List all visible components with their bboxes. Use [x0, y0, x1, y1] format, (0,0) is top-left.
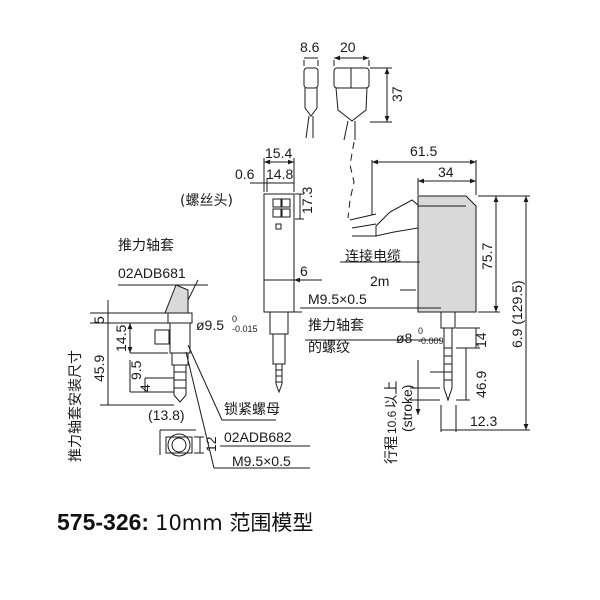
- detector-unit-front-view: [300, 159, 530, 432]
- dim-61-5: 61.5: [410, 143, 437, 159]
- stroke-suffix: 以上: [384, 381, 400, 409]
- model-caption: 575-326:10mm 范围模型: [57, 507, 313, 537]
- dim-37: 37: [389, 86, 405, 102]
- stroke-en-label: (stroke): [399, 385, 415, 432]
- dim-6-9-129-5: 6.9 (129.5): [509, 280, 525, 348]
- thrust-sleeve-label: 推力轴套: [118, 238, 174, 254]
- lock-nut-label: 锁紧螺母: [224, 402, 280, 418]
- screw-head-label: (螺丝头): [180, 193, 233, 209]
- phi-9-5-tol-lower: -0.015: [232, 324, 258, 334]
- phi-8-tol-upper: 0: [418, 326, 423, 336]
- stroke-label-text: 行程: [384, 436, 400, 464]
- dim-15-4: 15.4: [265, 145, 292, 161]
- phi-8-label: ø8: [396, 330, 413, 346]
- thread-m9-5-label: M9.5×0.5: [232, 453, 291, 469]
- phi-8-tol-lower: -0.009: [418, 336, 444, 346]
- dim-14-5: 14.5: [113, 325, 129, 352]
- dim-6: 6: [300, 263, 308, 279]
- phi-9-5-tol-upper: 0: [232, 314, 237, 324]
- dim-8-6: 8.6: [300, 39, 320, 55]
- stroke-label: 行程 10.6以上: [384, 381, 400, 464]
- model-code: 575-326:: [57, 509, 150, 535]
- dim-12-3: 12.3: [470, 413, 497, 429]
- dim-12: 12: [203, 436, 219, 452]
- thread-m9-5-right-label: M9.5×0.5: [308, 291, 367, 307]
- dim-20: 20: [340, 39, 356, 55]
- thrust-sleeve-install-label: 推力轴套安装尺寸: [68, 350, 84, 462]
- dim-5: 5: [91, 316, 107, 324]
- dim-4: 4: [137, 384, 153, 392]
- cable-connector-drawing: [303, 55, 392, 141]
- thrust-sleeve-detail: [90, 279, 310, 469]
- svg-text:行程10.6以上: 行程 10.6以上: [384, 381, 400, 464]
- dim-45-9: 45.9: [91, 355, 107, 382]
- dim-14: 14: [473, 332, 489, 348]
- model-description: 10mm 范围模型: [155, 511, 314, 535]
- cable-label: 连接电缆: [345, 248, 401, 265]
- stroke-value: 10.6: [385, 410, 399, 434]
- dim-14-8: 14.8: [266, 166, 293, 182]
- probe-side-view: [250, 158, 322, 394]
- dim-46-9: 46.9: [473, 371, 489, 398]
- dim-34: 34: [438, 164, 454, 180]
- thrust-sleeve-thread-label-2: 的螺纹: [308, 340, 350, 356]
- cable-drawing: [347, 141, 355, 219]
- part-02adb681: 02ADB681: [118, 265, 186, 281]
- lock-nut-detail: [159, 429, 204, 457]
- phi-9-5-label: ø9.5: [196, 317, 224, 333]
- dim-75-7: 75.7: [479, 243, 495, 270]
- dim-13-8: (13.8): [148, 407, 185, 423]
- part-02adb682: 02ADB682: [224, 429, 292, 445]
- dim-17-3: 17.3: [299, 187, 315, 214]
- dim-9-5: 9.5: [128, 360, 144, 380]
- thrust-sleeve-thread-label-1: 推力轴套: [308, 318, 364, 334]
- dim-2m: 2m: [370, 273, 389, 289]
- dim-0-6: 0.6: [235, 166, 255, 182]
